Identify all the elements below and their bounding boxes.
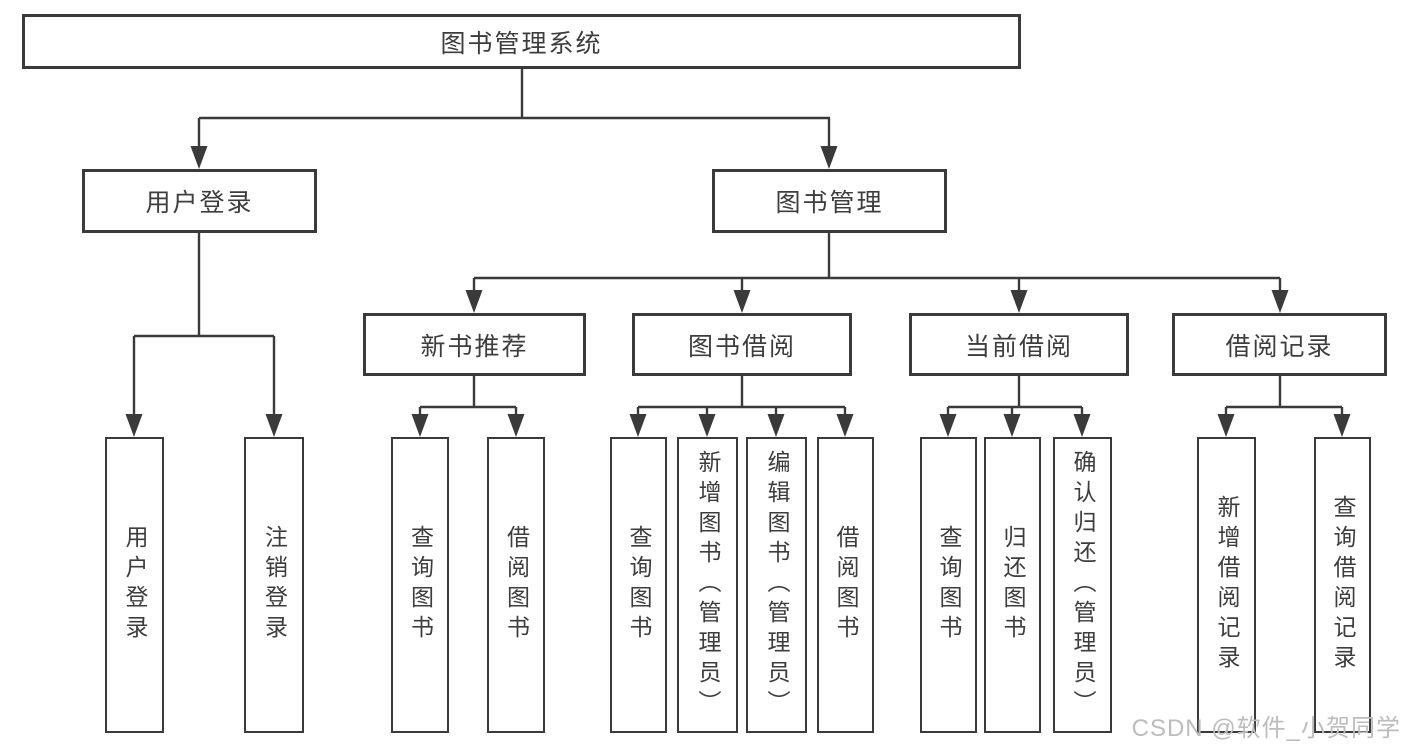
leaf-return-book-label: 归还图书 xyxy=(1000,525,1026,645)
node-current-borrowing-label: 当前借阅 xyxy=(964,332,1073,361)
node-borrowing-records-label: 借阅记录 xyxy=(1225,332,1334,361)
leaf-borrow-books-recommend: 借阅图书 xyxy=(487,437,545,733)
node-book-borrowing-label: 图书借阅 xyxy=(687,332,796,361)
leaf-query-borrow-record: 查询借阅记录 xyxy=(1314,437,1371,733)
node-book-management: 图书管理 xyxy=(712,169,947,233)
node-current-borrowing: 当前借阅 xyxy=(909,313,1129,376)
node-book-management-label: 图书管理 xyxy=(775,189,884,217)
leaf-query-books-current: 查询图书 xyxy=(920,437,977,733)
watermark: CSDN @软件_小贺同学 xyxy=(1131,715,1401,742)
node-root-label: 图书管理系统 xyxy=(440,29,603,58)
leaf-add-borrow-record-label: 新增借阅记录 xyxy=(1214,495,1240,675)
leaf-query-books-borrowing-label: 查询图书 xyxy=(626,525,652,645)
leaf-borrow-books-borrowing: 借阅图书 xyxy=(817,437,874,733)
node-user-login-label: 用户登录 xyxy=(145,189,254,217)
leaf-confirm-return-admin-label: 确认归还（管理员） xyxy=(1070,450,1096,720)
node-new-book-recommend-label: 新书推荐 xyxy=(420,332,529,361)
leaf-logout-label: 注销登录 xyxy=(261,525,288,645)
node-user-login: 用户登录 xyxy=(82,169,317,233)
leaf-confirm-return-admin: 确认归还（管理员） xyxy=(1053,437,1112,733)
leaf-query-books-recommend: 查询图书 xyxy=(391,437,449,733)
leaf-query-borrow-record-label: 查询借阅记录 xyxy=(1330,495,1356,675)
leaf-borrow-books-recommend-label: 借阅图书 xyxy=(503,525,530,645)
leaf-query-books-borrowing: 查询图书 xyxy=(610,437,667,733)
leaf-add-borrow-record: 新增借阅记录 xyxy=(1197,437,1256,733)
leaf-user-login-label: 用户登录 xyxy=(122,525,148,645)
node-new-book-recommend: 新书推荐 xyxy=(363,313,586,376)
node-root: 图书管理系统 xyxy=(22,14,1021,69)
leaf-user-login: 用户登录 xyxy=(105,437,164,733)
leaf-edit-book-admin: 编辑图书（管理员） xyxy=(746,437,807,733)
leaf-query-books-recommend-label: 查询图书 xyxy=(407,525,434,645)
leaf-borrow-books-borrowing-label: 借阅图书 xyxy=(833,525,859,645)
leaf-return-book: 归还图书 xyxy=(984,437,1041,733)
leaf-query-books-current-label: 查询图书 xyxy=(936,525,962,645)
arrowheads xyxy=(125,146,1351,437)
leaf-add-book-admin-label: 新增图书（管理员） xyxy=(695,450,721,720)
leaf-edit-book-admin-label: 编辑图书（管理员） xyxy=(764,450,790,720)
leaf-add-book-admin: 新增图书（管理员） xyxy=(677,437,738,733)
leaf-logout: 注销登录 xyxy=(244,437,304,733)
node-borrowing-records: 借阅记录 xyxy=(1172,313,1387,376)
node-book-borrowing: 图书借阅 xyxy=(632,313,852,376)
